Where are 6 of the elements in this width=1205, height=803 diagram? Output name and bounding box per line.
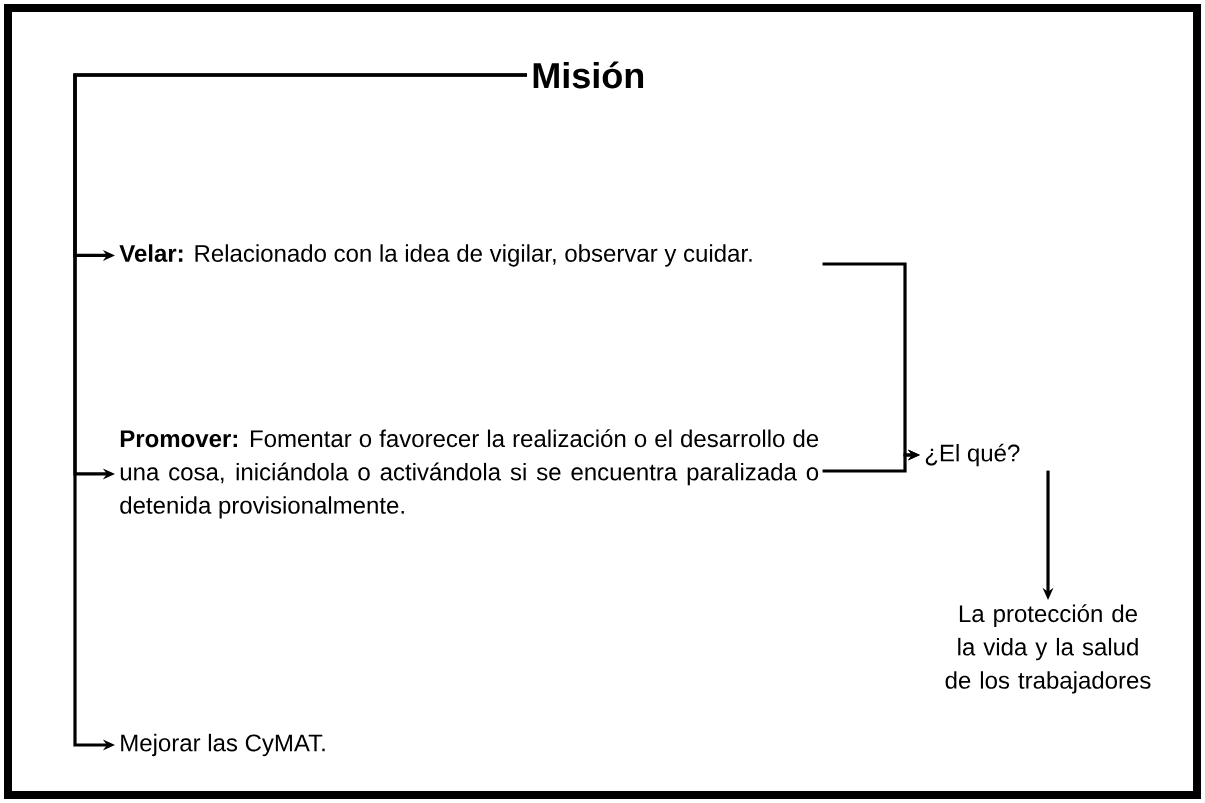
question-text: ¿El qué?	[925, 443, 1020, 467]
definition-text: Promover: Fomentar o favorecer la realización o el desarrollo de una cosa, iniciándola o activándola si se encuentra paralizada o detenida provisionalmente.	[120, 429, 819, 519]
definition-text: Velar: Relacionado con la idea de vigilar, observar y cuidar.	[119, 244, 752, 267]
item-text: Mejorar las CyMAT.	[121, 733, 325, 757]
result-text: La protección de la vida y la salud de los trabajadores	[945, 604, 1151, 694]
heading-text: Misión	[533, 61, 644, 89]
